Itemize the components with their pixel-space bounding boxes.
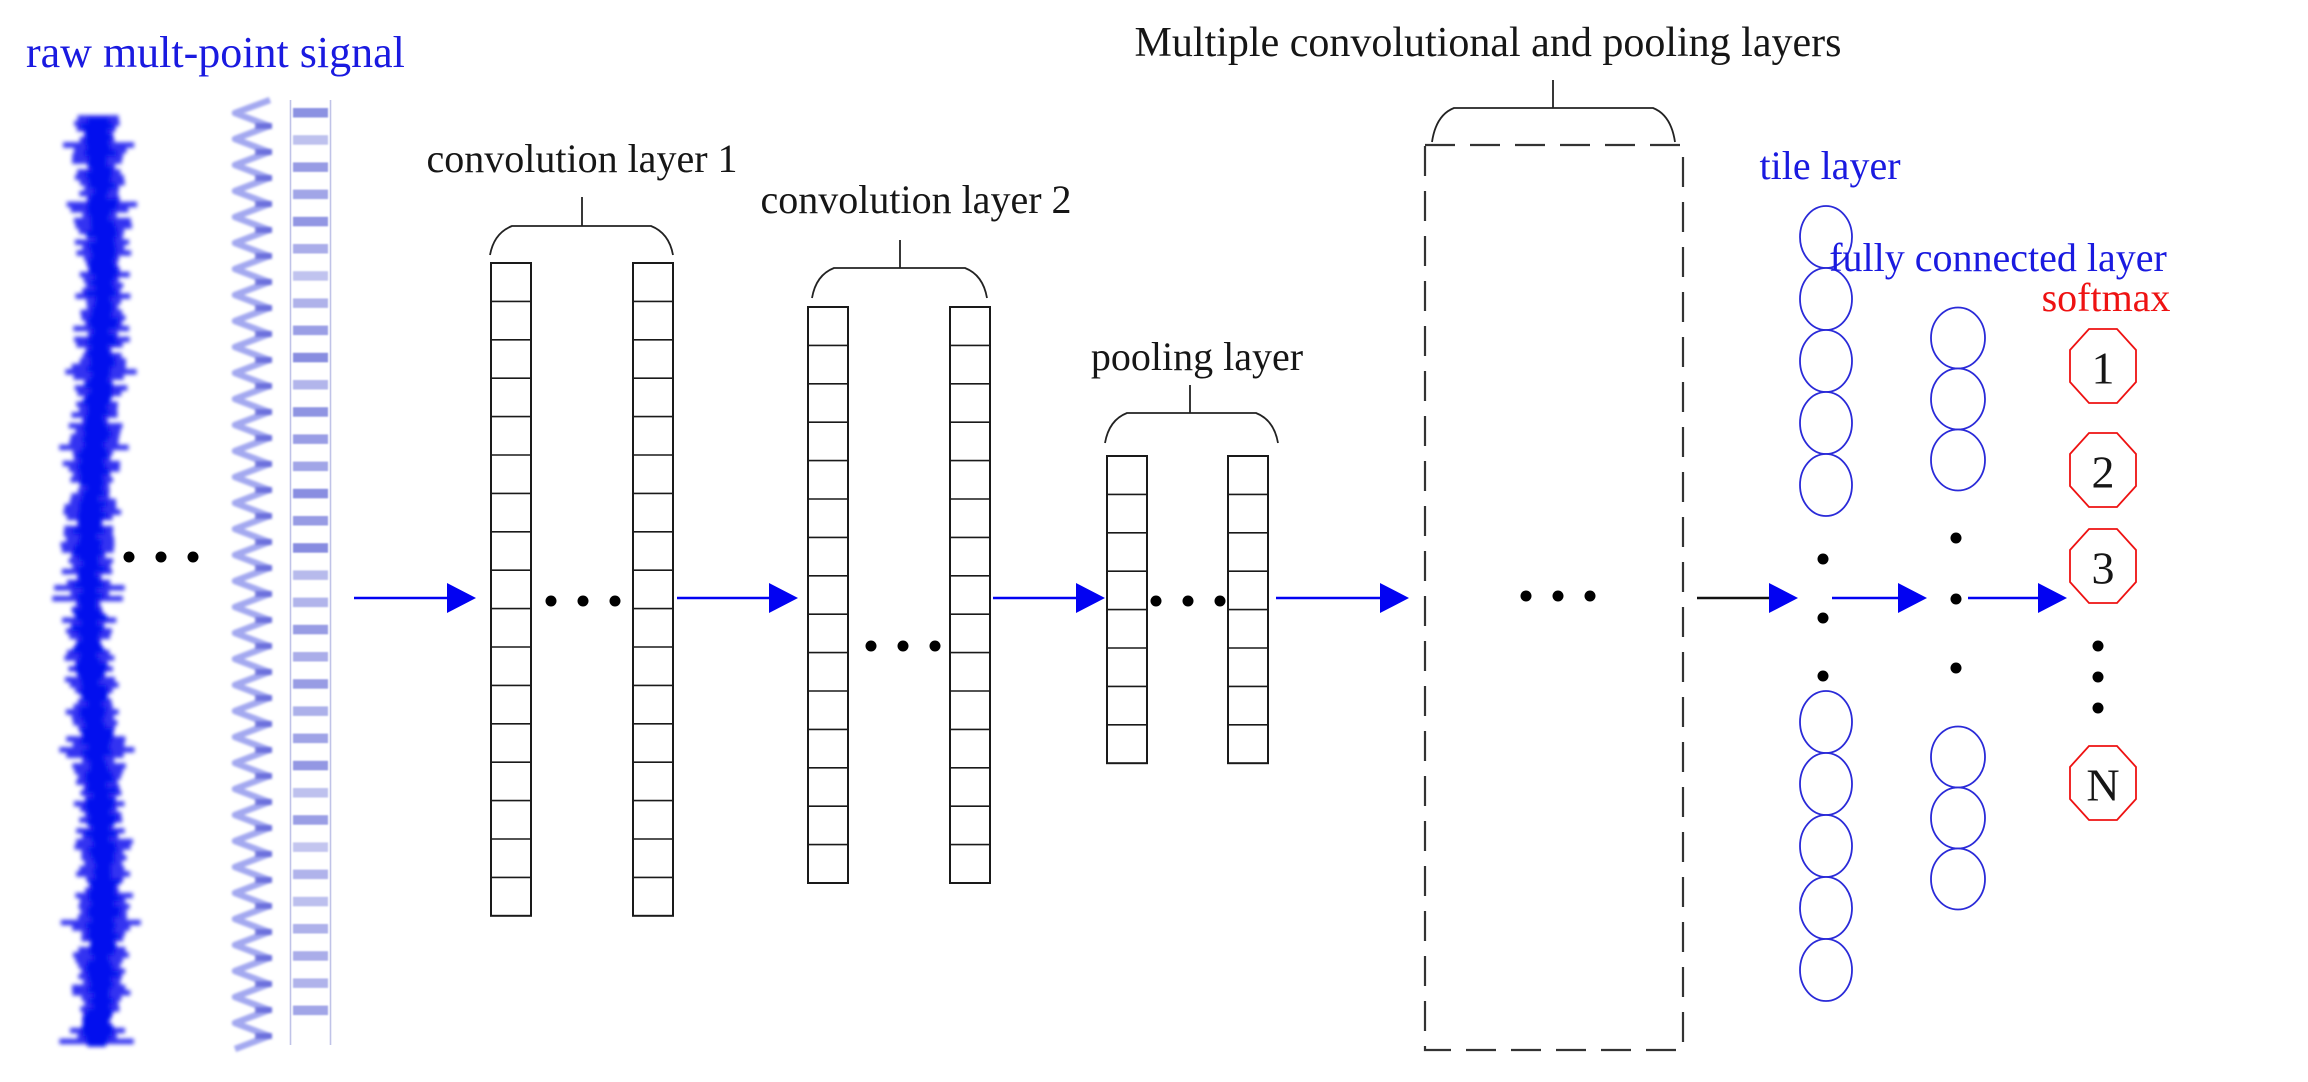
ellipsis-dot (2092, 640, 2104, 652)
ellipsis-dot (609, 595, 621, 607)
multi-conv-pooling-label: Multiple convolutional and pooling layer… (1134, 20, 1842, 66)
ellipsis-dot (545, 595, 557, 607)
octagon-outline (2069, 432, 2137, 508)
fc-neuron (1930, 428, 1986, 492)
ellipsis-dot (1817, 612, 1829, 624)
conv2-brace (811, 267, 988, 299)
pooling-brace (1104, 412, 1279, 444)
arrow-head (1898, 583, 1927, 613)
pooling-ellipsis (1150, 595, 1226, 607)
octagon-outline (2069, 328, 2137, 404)
conv1-column-1 (490, 262, 532, 917)
signal-ellipsis (123, 551, 199, 563)
fc-neuron (1930, 786, 1986, 850)
softmax-octagon-2: 2 (2069, 432, 2137, 508)
tile-neuron (1799, 814, 1853, 878)
conv1-column-2 (632, 262, 674, 917)
fc-neuron (1930, 367, 1986, 431)
signal-strip-noisy (52, 115, 141, 1047)
ellipsis-dot (1817, 670, 1829, 682)
multi-brace (1431, 107, 1676, 143)
ellipsis-dot (1520, 590, 1532, 602)
tile-neuron (1799, 329, 1853, 393)
arrow-signal-to-conv1 (354, 583, 476, 613)
ellipsis-dot (2092, 702, 2104, 714)
arrow-head (1380, 583, 1409, 613)
multi-ellipsis (1520, 590, 1596, 602)
tile-layer-label: tile layer (1759, 143, 1901, 188)
conv1-ellipsis (545, 595, 621, 607)
pooling-label: pooling layer (1090, 334, 1304, 379)
signal-strip-ladder (289, 100, 332, 1045)
ellipsis-dot (1950, 532, 1962, 544)
conv1-brace (489, 225, 674, 256)
conv2-ellipsis (865, 640, 941, 652)
tile-neuron (1799, 391, 1853, 455)
tile-neuron (1799, 938, 1853, 1002)
ellipsis-dot (865, 640, 877, 652)
ellipsis-dot (1950, 662, 1962, 674)
ellipsis-dot (2092, 671, 2104, 683)
raw-signal-label: raw mult-point signal (26, 28, 405, 77)
tile-neuron (1799, 453, 1853, 517)
ellipsis-dot (1950, 593, 1962, 605)
fc-neuron (1930, 847, 1986, 911)
class-number: 1 (2092, 343, 2115, 394)
pooling-column-2 (1227, 455, 1269, 765)
class-number: N (2086, 760, 2119, 811)
fully-connected-label: fully connected layer (1829, 235, 2167, 280)
ellipsis-dot (155, 551, 167, 563)
tile-neuron (1799, 690, 1853, 754)
softmax-ellipsis (2092, 640, 2104, 714)
softmax-label: softmax (2041, 275, 2171, 320)
ellipsis-dot (1552, 590, 1564, 602)
feature-map-column (949, 306, 991, 884)
feature-map-column (632, 262, 674, 917)
ellipsis-dot (929, 640, 941, 652)
ellipsis-dot (123, 551, 135, 563)
conv2-label: convolution layer 2 (760, 177, 1072, 222)
feature-map-column (807, 306, 849, 884)
signal-strip-wave (231, 96, 273, 1053)
fc-neuron (1930, 725, 1986, 789)
softmax-octagon-1: 1 (2069, 328, 2137, 404)
arrow-tile-to-fc (1832, 583, 1927, 613)
octagon-outline (2069, 745, 2137, 821)
arrow-head (1769, 583, 1798, 613)
softmax-octagon-3: 3 (2069, 528, 2137, 604)
ellipsis-dot (577, 595, 589, 607)
tile-neuron (1799, 876, 1853, 940)
tile-neuron (1799, 752, 1853, 816)
arrow-pooling-to-multi (1276, 583, 1409, 613)
pooling-column-1 (1106, 455, 1148, 765)
arrow-head (1076, 583, 1105, 613)
arrow-head (2038, 583, 2067, 613)
fc-ellipsis (1950, 532, 1962, 674)
tile-ellipsis (1817, 553, 1829, 682)
arrow-conv2-to-pooling (993, 583, 1105, 613)
ellipsis-dot (1182, 595, 1194, 607)
class-number: 3 (2092, 543, 2115, 594)
octagon-outline (2069, 528, 2137, 604)
feature-map-column (490, 262, 532, 917)
ellipsis-dot (1817, 553, 1829, 565)
arrow-conv1-to-conv2 (677, 583, 798, 613)
ellipsis-dot (897, 640, 909, 652)
ellipsis-dot (1584, 590, 1596, 602)
arrow-multi-to-tile (1697, 583, 1798, 613)
softmax-octagon-4: N (2069, 745, 2137, 821)
ellipsis-dot (1214, 595, 1226, 607)
arrow-head (769, 583, 798, 613)
arrow-head (447, 583, 476, 613)
class-number: 2 (2092, 447, 2115, 498)
conv1-label: convolution layer 1 (426, 136, 738, 181)
conv2-column-2 (949, 306, 991, 884)
arrow-fc-to-softmax (1968, 583, 2067, 613)
multi-dashed-box (1423, 143, 1685, 1052)
fc-neuron (1930, 306, 1986, 370)
ellipsis-dot (1150, 595, 1162, 607)
ellipsis-dot (187, 551, 199, 563)
conv2-column-1 (807, 306, 849, 884)
